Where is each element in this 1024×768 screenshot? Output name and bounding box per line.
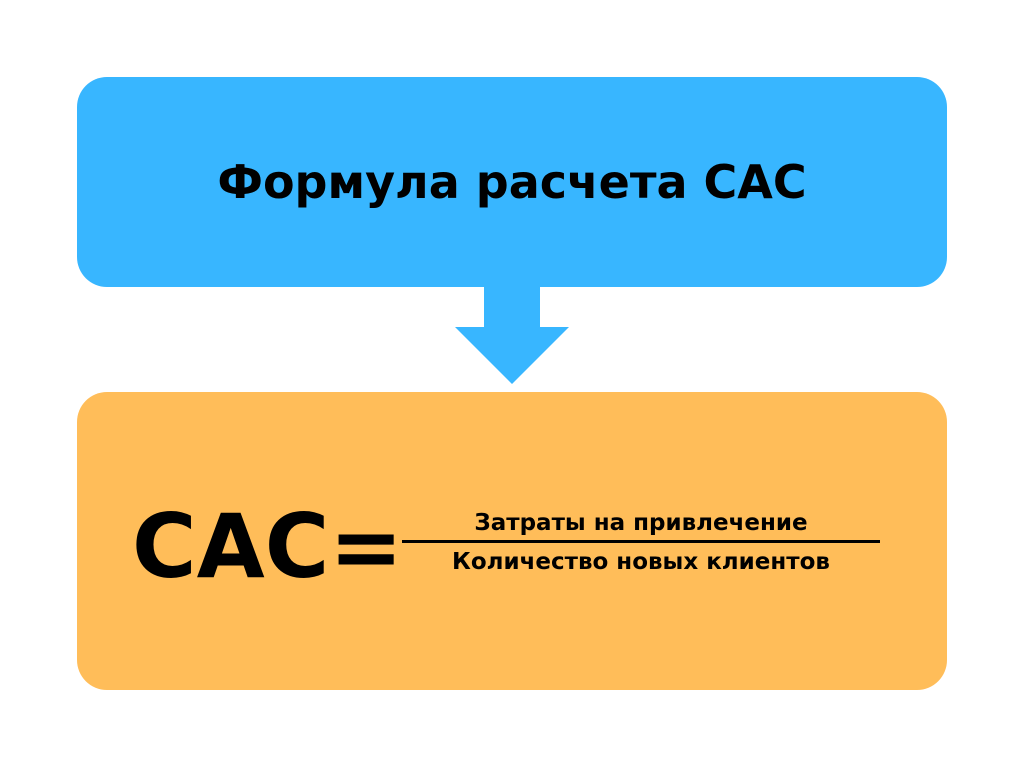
numerator: Затраты на привлечение — [402, 510, 880, 543]
formula-box: CAC= Затраты на привлечение Количество н… — [77, 392, 947, 690]
arrow-down-icon — [455, 287, 569, 384]
fraction: Затраты на привлечение Количество новых … — [402, 510, 880, 575]
title-box: Формула расчета CAC — [77, 77, 947, 287]
denominator: Количество новых клиентов — [452, 549, 830, 575]
title: Формула расчета CAC — [217, 155, 807, 209]
formula-lhs: CAC= — [132, 495, 404, 598]
